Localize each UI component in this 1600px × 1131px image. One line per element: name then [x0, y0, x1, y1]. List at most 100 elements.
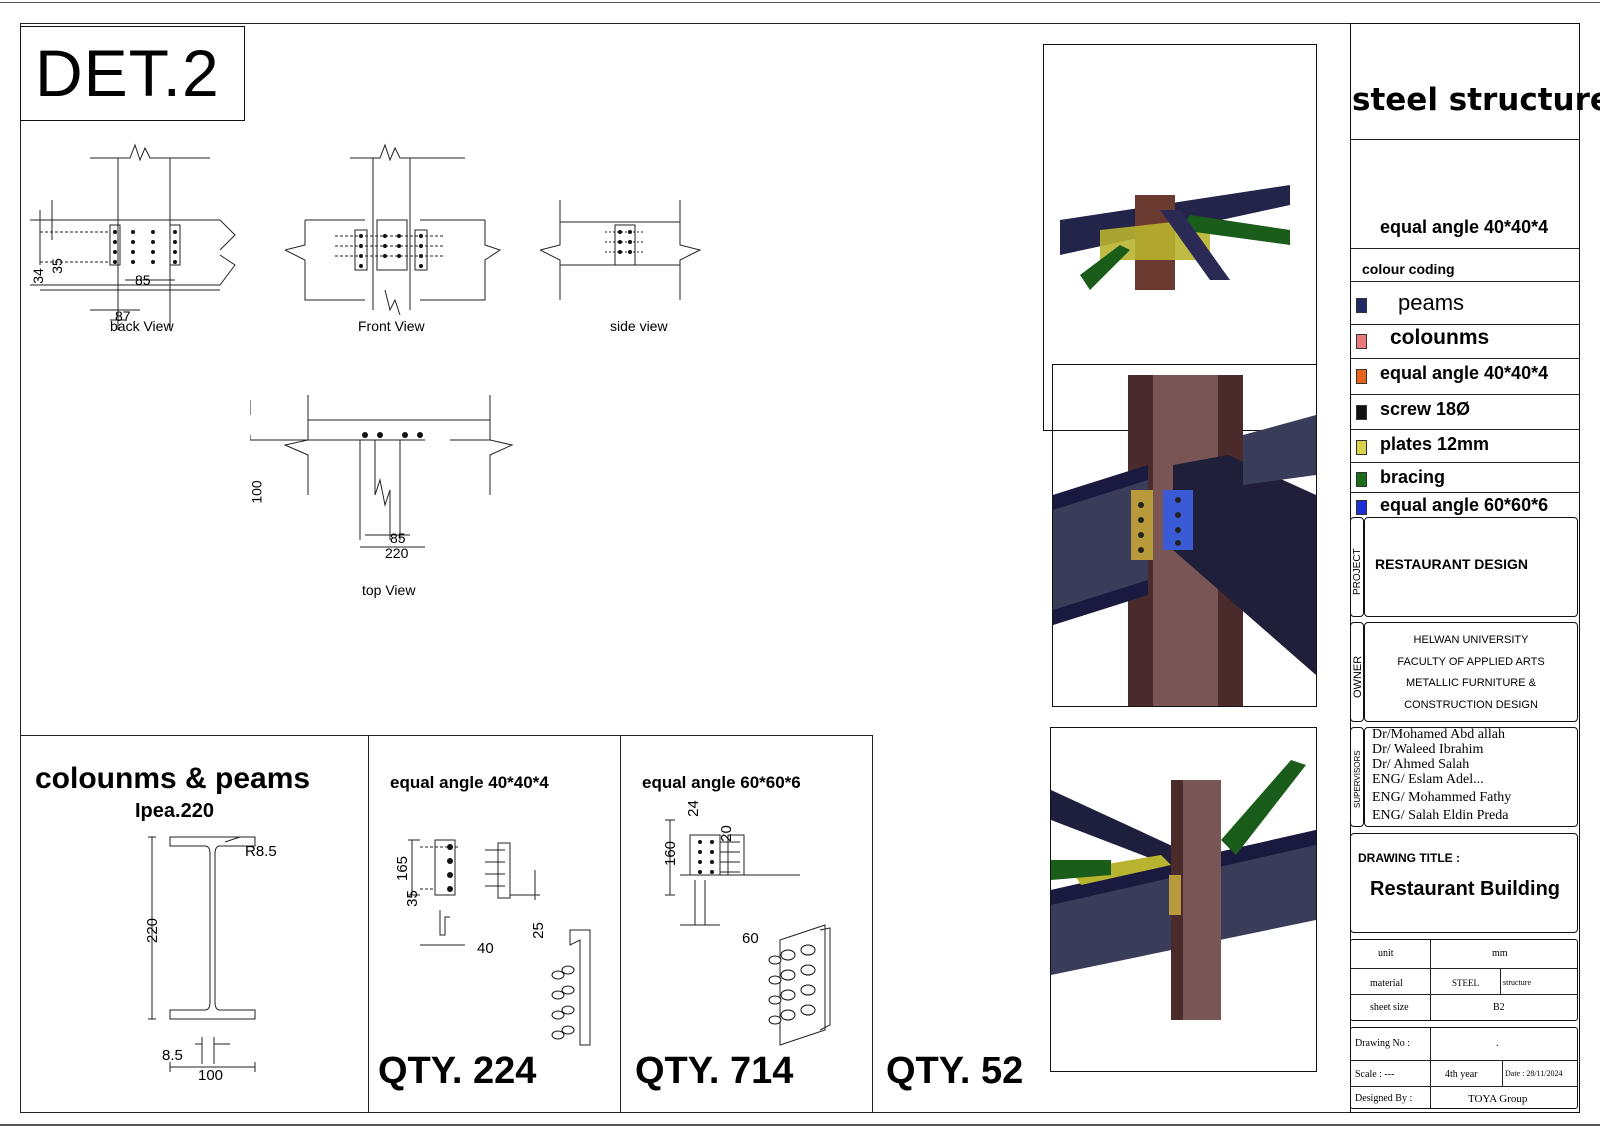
colour-coding-divider [1350, 281, 1580, 282]
designed-by-label: Designed By : [1355, 1093, 1413, 1104]
supervisor-6: ENG/ Salah Eldin Preda [1372, 808, 1509, 823]
profile-title: colounms & peams [35, 762, 311, 795]
sheet-frame-bottom [0, 1124, 1600, 1126]
side-view-drawing [540, 200, 702, 300]
legend-label-screw: screw 18Ø [1380, 399, 1471, 419]
supervisor-3: Dr/ Ahmed Salah [1372, 757, 1470, 772]
legend-swatch-angle60 [1356, 500, 1367, 515]
angle40-qty: QTY. 224 [378, 1050, 537, 1092]
spec-table [1350, 939, 1578, 1021]
drawing-no-label: Drawing No : [1355, 1038, 1410, 1049]
legend-swatch-plates [1356, 440, 1367, 455]
section-divider-2 [620, 735, 621, 1113]
profile-subtitle: Ipea.220 [135, 800, 214, 822]
angle40-dim-35: 35 [403, 890, 421, 907]
project-name: RESTAURANT DESIGN [1375, 556, 1528, 572]
supervisor-4: ENG/ Eslam Adel... [1372, 772, 1484, 787]
info-row-divider-1 [1350, 1060, 1578, 1061]
front-view-label: Front View [358, 318, 425, 334]
profile-ibeam-drawing [148, 836, 256, 1072]
back-view-drawing [30, 143, 236, 330]
angle60-dim-20: 20 [717, 825, 735, 842]
back-view-dim-87: 87 [115, 308, 131, 324]
back-view-dim-34: 34 [29, 268, 46, 284]
supervisors-box [1364, 727, 1578, 827]
legend-label-peams: peams [1398, 290, 1465, 315]
legend-label-bracing: bracing [1380, 467, 1446, 487]
top-view-dim-220: 220 [385, 545, 409, 561]
profile-dim-r85: R8.5 [245, 843, 277, 860]
title-block-subheader-divider [1350, 248, 1580, 249]
legend-divider [1350, 394, 1580, 395]
supervisors-label-box [1350, 727, 1364, 827]
back-view-label: back View [110, 318, 174, 334]
angle60-title: equal angle 60*60*6 [642, 773, 801, 792]
legend-swatch-screw [1356, 405, 1367, 420]
section-divider-3 [872, 735, 873, 1113]
top-view-dim-85: 85 [390, 530, 406, 546]
scale-label: Scale : --- [1355, 1069, 1395, 1080]
top-view-drawing [250, 395, 514, 548]
angle40-drawing [408, 839, 591, 1046]
legend-divider [1350, 324, 1580, 325]
angle60-qty: QTY. 714 [635, 1050, 794, 1092]
info-row-divider-2 [1350, 1086, 1578, 1087]
legend-divider [1350, 492, 1580, 493]
unit-label: unit [1378, 948, 1394, 959]
legend-swatch-colounms [1356, 334, 1367, 349]
unit-value: mm [1492, 948, 1508, 959]
designed-by-value: TOYA Group [1468, 1093, 1528, 1105]
angle40-dim-25: 25 [529, 922, 547, 939]
section-divider-1 [368, 735, 369, 1113]
drawing-title-box [1350, 833, 1578, 933]
supervisor-1: Dr/Mohamed Abd allah [1372, 727, 1505, 742]
side-view-label: side view [610, 318, 668, 334]
angle60-dim-160: 160 [662, 840, 680, 867]
date-value: Date : 28/11/2024 [1505, 1069, 1563, 1078]
drawing-title-label: DRAWING TITLE : [1358, 851, 1460, 865]
angle40-dim-165: 165 [394, 855, 412, 882]
title-block-header-divider [1350, 139, 1580, 140]
material-col-divider [1500, 968, 1501, 994]
angle40-title: equal angle 40*40*4 [390, 773, 549, 792]
owner-line-3: METALLIC FURNITURE & [1406, 677, 1536, 689]
render-top-connection [1060, 185, 1290, 290]
project-box [1364, 517, 1578, 617]
owner-label: OWNER [1352, 655, 1364, 698]
project-label: PROJECT [1352, 548, 1363, 595]
profile-dim-85: 8.5 [162, 1047, 183, 1064]
legend-label-colounms: colounms [1390, 326, 1490, 349]
front-view-drawing [285, 143, 502, 316]
legend-label-angle40: equal angle 40*40*4 [1380, 363, 1549, 383]
owner-line-1: HELWAN UNIVERSITY [1413, 634, 1529, 646]
legend-swatch-bracing [1356, 472, 1367, 487]
detail-title: DET.2 [35, 36, 220, 110]
title-block-subheader: equal angle 40*40*4 [1380, 217, 1549, 237]
angle60-dim-24: 24 [684, 800, 702, 817]
sheet-size-label: sheet size [1370, 1002, 1409, 1013]
top-view-label: top View [362, 582, 416, 598]
angle60-drawing [665, 819, 831, 1046]
legend-label-plates: plates 12mm [1380, 434, 1490, 454]
owner-line-2: FACULTY OF APPLIED ARTS [1397, 656, 1545, 668]
colour-coding-label: colour coding [1362, 261, 1455, 277]
year-value: 4th year [1445, 1069, 1478, 1080]
back-view-dim-35: 35 [48, 258, 65, 274]
sheet-frame-top [0, 2, 1600, 3]
profile-dim-100: 100 [198, 1067, 224, 1084]
drawing-no-value: . [1496, 1038, 1499, 1049]
sheet-size-value: B2 [1493, 1002, 1505, 1013]
render-middle-connection [1053, 375, 1316, 706]
info-table [1350, 1027, 1578, 1109]
legend-divider [1350, 358, 1580, 359]
legend-divider [1350, 429, 1580, 430]
legend-swatch-angle40 [1356, 369, 1367, 384]
angle40-dim-40: 40 [477, 940, 494, 957]
material-value-2: structure [1503, 978, 1531, 987]
supervisors-label: SUPERVISORS [1353, 750, 1362, 808]
render-bottom-connection [1051, 760, 1316, 1020]
spec-row-divider-2 [1350, 994, 1578, 995]
render-2-frame [1052, 364, 1317, 707]
spec-col-divider [1430, 939, 1431, 1021]
owner-label-box [1350, 622, 1364, 722]
